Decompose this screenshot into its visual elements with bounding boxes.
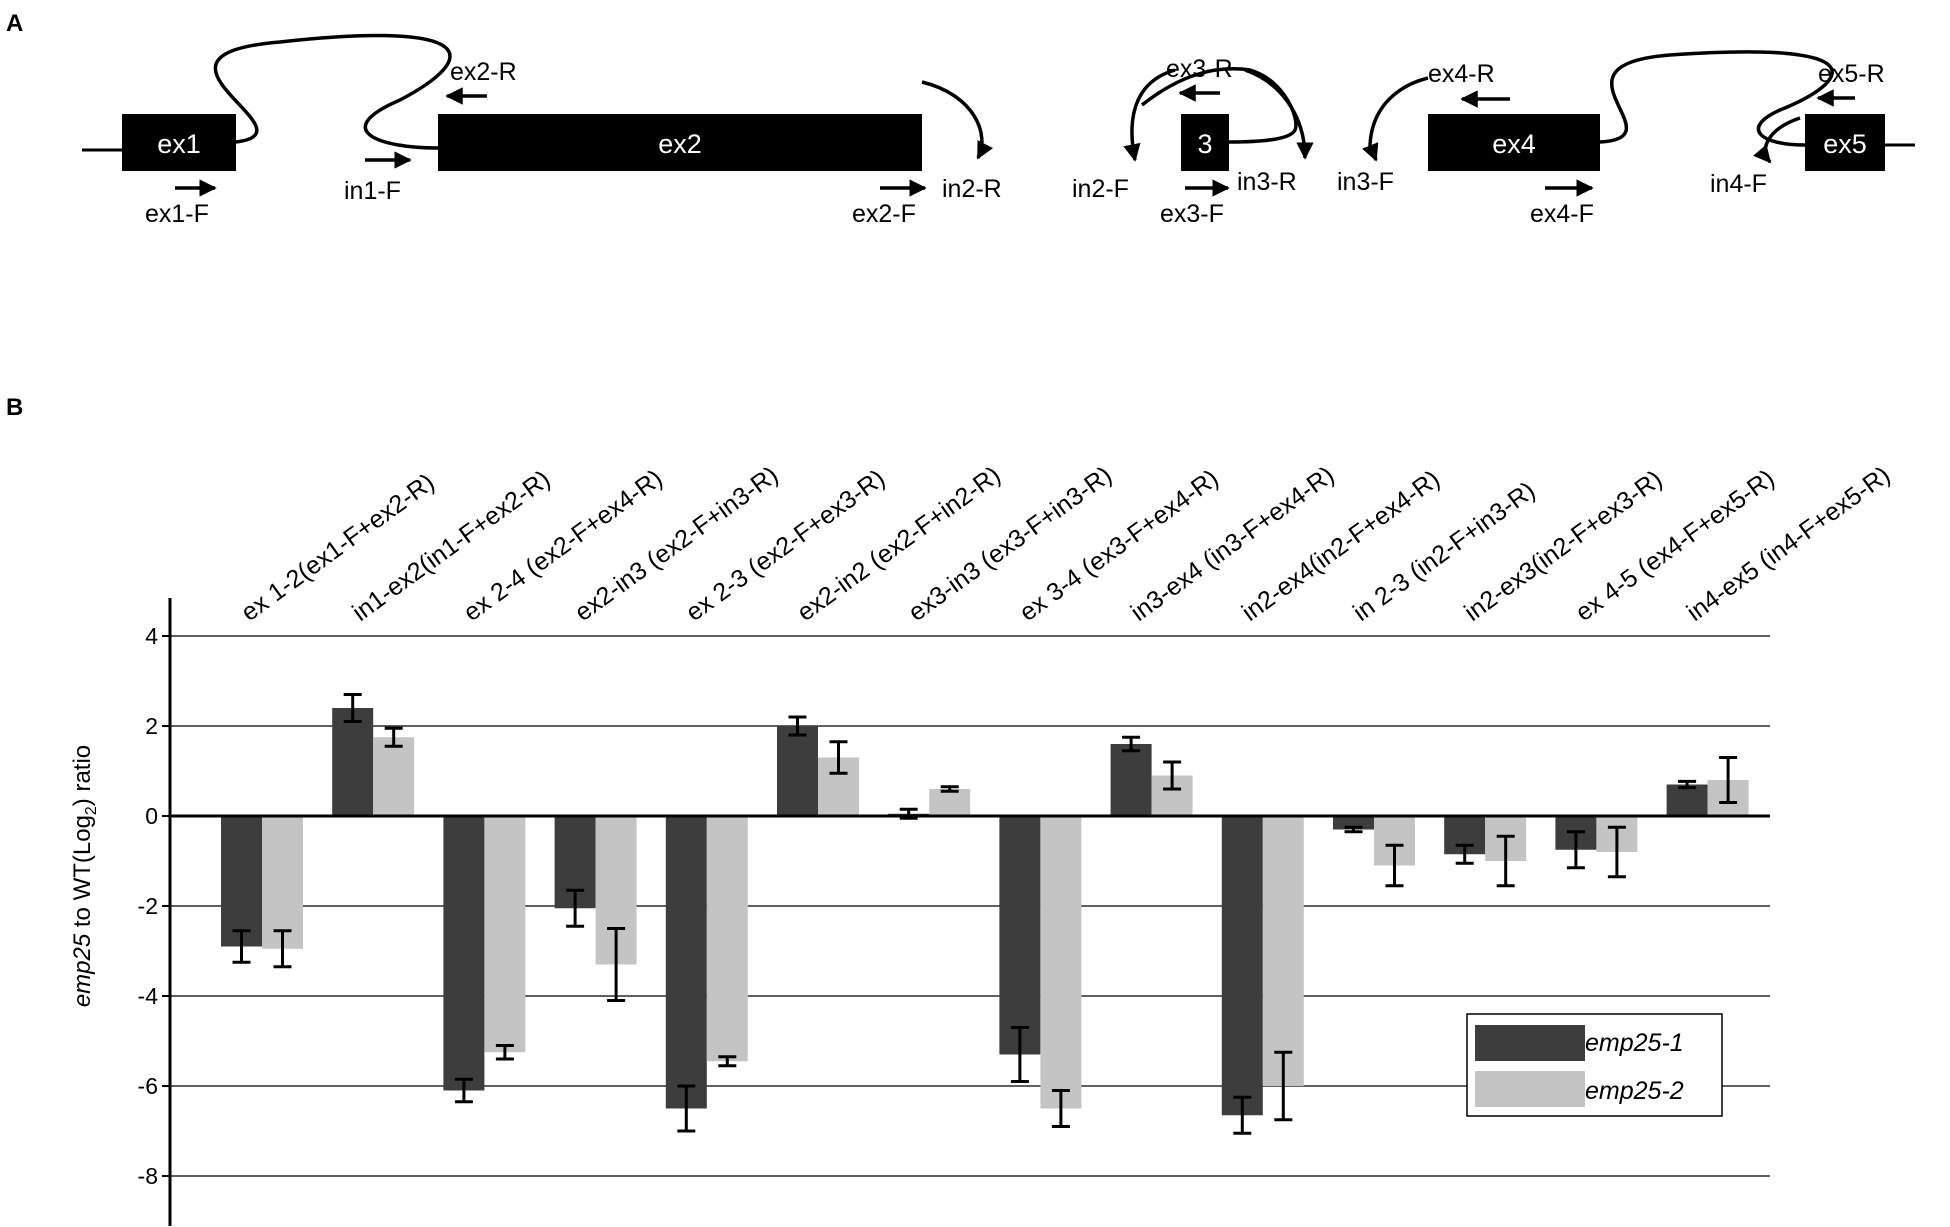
legend-label-emp25-2: emp25-2 <box>1585 1077 1684 1105</box>
primer-label: ex2-R <box>450 58 517 86</box>
primer-label: in1-F <box>344 177 401 205</box>
bar-emp25-1-7 <box>999 816 1041 1055</box>
bar-emp25-2-7 <box>1040 816 1082 1109</box>
y-label-text: to WT(Log <box>69 815 96 934</box>
intron-2-tail <box>921 80 994 160</box>
y-tick-labels: 4 2 0 -2 -4 -6 -8 <box>138 623 159 1189</box>
category-label: in4-ex5 (in4-F+ex5-R) <box>1682 461 1896 627</box>
category-labels: ex 1-2(ex1-F+ex2-R)in1-ex2(in1-F+ex2-R)e… <box>236 461 1895 627</box>
y-tick-label: -2 <box>138 893 158 919</box>
y-tick-label: -6 <box>138 1073 158 1099</box>
exon-2-label: ex2 <box>658 129 702 159</box>
legend-swatch-emp25-2 <box>1475 1071 1585 1107</box>
primer-label: in4-F <box>1710 170 1767 198</box>
bar-emp25-2-2 <box>484 816 526 1053</box>
category-label: in1-ex2(in1-F+ex2-R) <box>347 465 555 627</box>
intron-3-tail <box>1244 68 1314 160</box>
bars <box>221 708 1749 1116</box>
exon-4-label: ex4 <box>1492 129 1536 159</box>
axes <box>162 598 1770 1226</box>
category-label: ex 1-2(ex1-F+ex2-R) <box>236 468 440 627</box>
y-label-subscript: 2 <box>83 806 100 815</box>
primer-label: in2-F <box>1072 175 1129 203</box>
exon-4-box <box>1428 114 1600 171</box>
primer-label: ex3-F <box>1160 200 1224 228</box>
panel-label-b: B <box>6 394 23 421</box>
bar-chart: 4 2 0 -2 -4 -6 -8 ex 1-2(ex1-F+ex2-R)in1-ex2(i… <box>69 461 1895 1226</box>
bar-emp25-1-10 <box>1333 816 1374 830</box>
exon-2-box <box>438 114 922 171</box>
bar-emp25-1-8 <box>1110 744 1152 816</box>
bar-emp25-1-13 <box>1666 784 1708 816</box>
intron-2-head <box>1123 68 1176 162</box>
bar-emp25-1-9 <box>1221 816 1263 1116</box>
intron-1-loop <box>213 33 452 150</box>
panel-label-a: A <box>6 10 23 37</box>
primer-label: ex4-R <box>1428 60 1495 88</box>
category-label: ex 2-4 (ex2-F+ex4-R) <box>458 464 667 627</box>
y-tick-label: 0 <box>145 803 158 829</box>
bar-emp25-1-2 <box>443 816 485 1091</box>
bar-emp25-2-9 <box>1262 816 1304 1086</box>
primer-label: ex1-F <box>145 200 209 228</box>
bar-emp25-1-5 <box>777 726 818 816</box>
error-bars <box>232 693 1738 1135</box>
category-label: in2-ex4(in2-F+ex4-R) <box>1237 465 1445 627</box>
y-tick-label: 4 <box>145 623 158 649</box>
category-label: ex 3-4 (ex3-F+ex4-R) <box>1014 464 1223 627</box>
y-tick-label: -4 <box>138 983 159 1009</box>
category-label: in3-ex4 (in3-F+ex4-R) <box>1126 461 1340 627</box>
bar-emp25-1-1 <box>332 708 374 816</box>
category-label: ex 2-3 (ex2-F+ex3-R) <box>681 464 890 627</box>
exon-1-label: ex1 <box>157 129 201 159</box>
bar-emp25-2-0 <box>262 816 303 949</box>
bar-emp25-2-1 <box>373 737 415 816</box>
gene-model-diagram: ex1 ex2 3 ex4 ex5 ex1-F in1-F ex2-R ex2-… <box>82 33 1915 228</box>
y-label-italic: emp25 <box>69 933 96 1007</box>
y-tick-label: 2 <box>145 713 158 739</box>
primer-label: in3-F <box>1337 168 1394 196</box>
primer-label: ex5-R <box>1818 60 1885 88</box>
exon-3-box <box>1181 114 1229 171</box>
primer-label: ex2-F <box>852 200 916 228</box>
exon-3-label: 3 <box>1197 129 1212 159</box>
y-label-end: ) ratio <box>69 745 96 806</box>
category-label: in 2-3 (in2-F+in3-R) <box>1348 476 1540 626</box>
category-label: ex2-in3 (ex2-F+in3-R) <box>570 461 784 627</box>
exon-1-box <box>122 114 236 171</box>
intron-3-head <box>1362 76 1429 162</box>
bar-emp25-2-4 <box>706 816 748 1062</box>
bar-emp25-2-6 <box>929 789 971 816</box>
exon-5-label: ex5 <box>1823 129 1867 159</box>
category-label: ex2-in2 (ex2-F+in2-R) <box>792 461 1006 627</box>
primer-label: in2-R <box>942 175 1002 203</box>
primer-label: ex3-R <box>1166 55 1233 83</box>
intron-4-head <box>1753 116 1801 164</box>
intron-4-loop <box>1599 50 1834 147</box>
bar-emp25-1-4 <box>665 816 707 1109</box>
primer-label: ex4-F <box>1530 200 1594 228</box>
category-label: in2-ex3(in2-F+ex3-R) <box>1459 465 1667 627</box>
category-label: ex 4-5 (ex4-F+ex5-R) <box>1570 464 1779 627</box>
gridlines <box>170 635 1770 1177</box>
legend-label-emp25-1: emp25-1 <box>1585 1029 1684 1057</box>
primer-label: in3-R <box>1237 168 1297 196</box>
legend-swatch-emp25-1 <box>1475 1025 1585 1061</box>
legend: emp25-1 emp25-2 <box>1466 1013 1723 1117</box>
category-label: ex3-in3 (ex3-F+in3-R) <box>903 461 1117 627</box>
y-tick-label: -8 <box>138 1163 158 1189</box>
exon-5-box <box>1805 114 1885 171</box>
y-axis-label: emp25 to WT(Log2) ratio <box>69 745 100 1007</box>
bar-emp25-1-0 <box>221 816 262 947</box>
